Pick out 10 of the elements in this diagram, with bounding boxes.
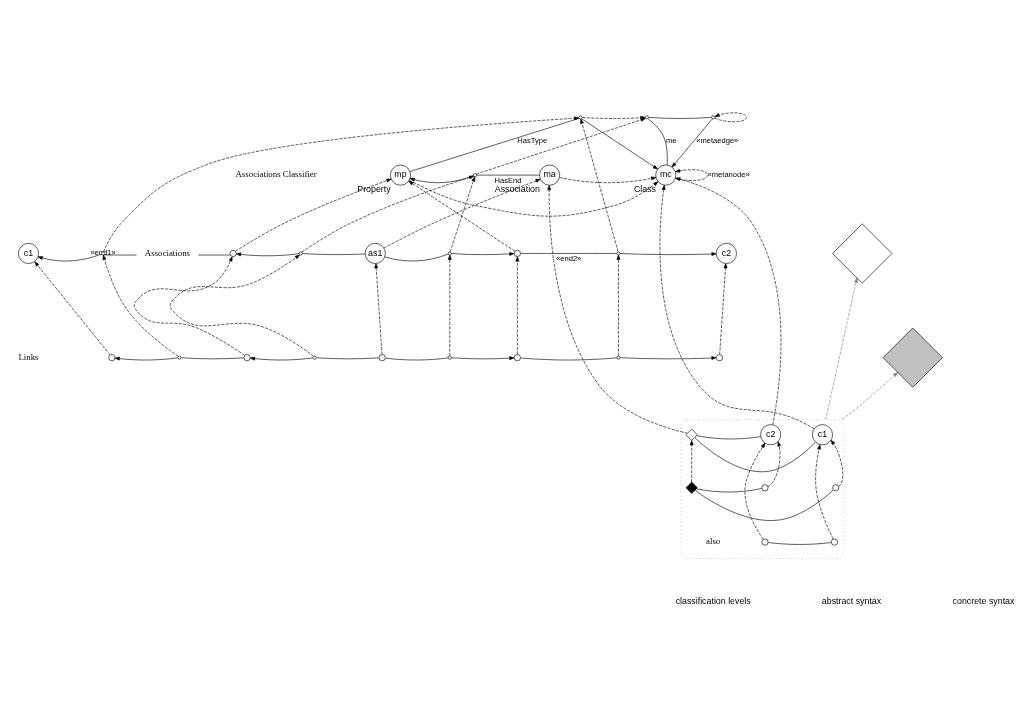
label: also bbox=[706, 535, 721, 546]
label: Associations bbox=[144, 247, 191, 258]
label: Links bbox=[18, 351, 39, 362]
label: Associations Classifier bbox=[235, 168, 317, 179]
label: concrete syntax bbox=[952, 595, 1015, 606]
node-label: Association bbox=[494, 183, 540, 194]
label: classification levels bbox=[675, 595, 751, 606]
node-label: Class bbox=[633, 183, 656, 194]
label: abstract syntax bbox=[821, 595, 882, 606]
node-label: Property bbox=[357, 183, 391, 194]
